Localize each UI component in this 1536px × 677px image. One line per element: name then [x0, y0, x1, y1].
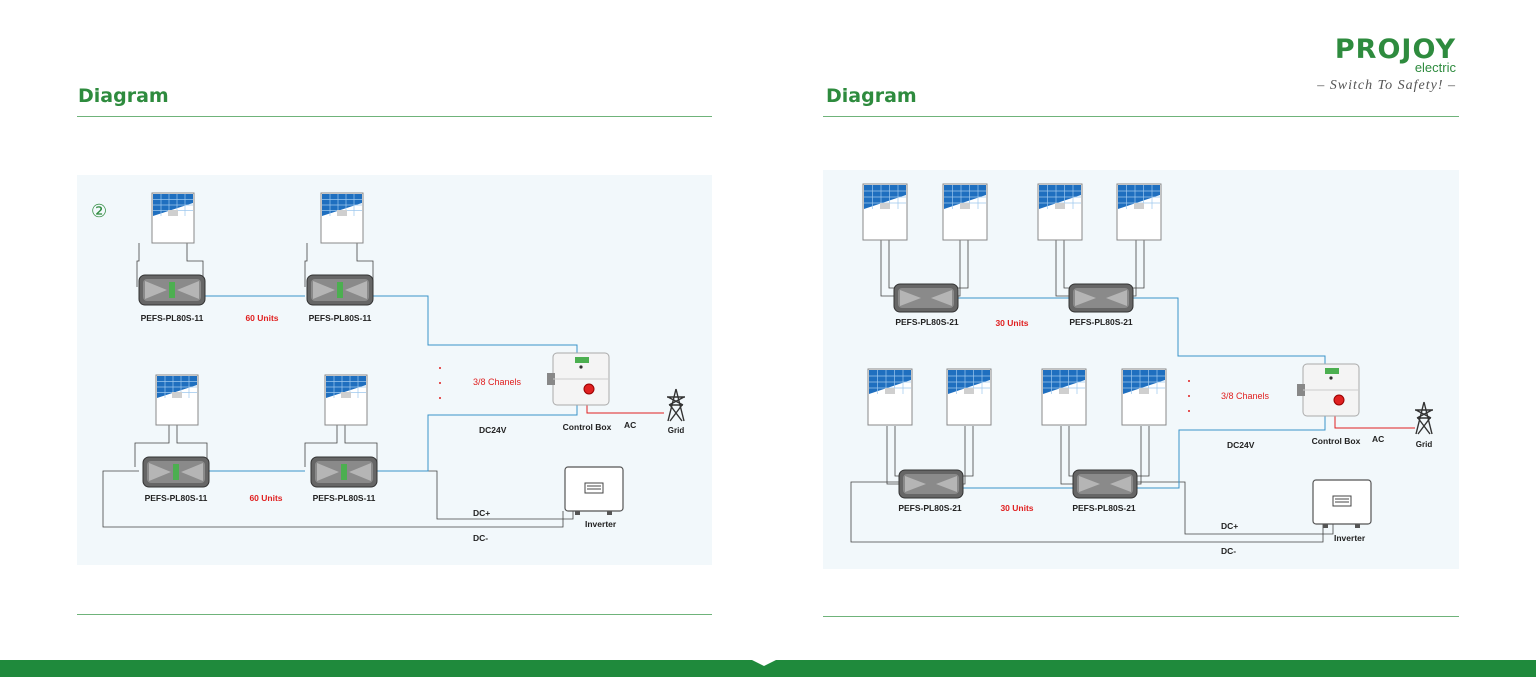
device-label: PEFS-PL80S-21 [895, 317, 959, 327]
dc-minus-label: DC- [473, 533, 488, 543]
brand-tagline: – Switch To Safety! – [1317, 78, 1456, 93]
units-label: 60 Units [249, 493, 282, 503]
grid-tower-icon [1414, 401, 1434, 435]
device-label: PEFS-PL80S-21 [1069, 317, 1133, 327]
dc-minus-label: DC- [1221, 546, 1236, 556]
pv-panel [1116, 183, 1162, 241]
dc-plus-label: DC+ [1221, 521, 1238, 531]
grid-tower-icon [666, 388, 686, 422]
dc24v-label: DC24V [479, 425, 507, 435]
channels-label: 3/8 Chanels [473, 377, 522, 387]
right-diagram-panel: PEFS-PL80S-21 PEFS-PL80S-21 30 Units PEF… [823, 170, 1459, 569]
device-label: PEFS-PL80S-11 [145, 493, 208, 503]
brand-logo: PROJOY electric – Switch To Safety! – [1317, 36, 1456, 94]
grid-label: Grid [668, 426, 685, 435]
right-header-divider [823, 116, 1459, 117]
units-label: 30 Units [1000, 503, 1033, 513]
pv-panel [1041, 368, 1087, 426]
pv-panel [862, 183, 908, 241]
pv-panel [867, 368, 913, 426]
rapid-shutdown-device [1068, 283, 1134, 313]
device-label: PEFS-PL80S-21 [1072, 503, 1136, 513]
units-label: 60 Units [245, 313, 278, 323]
rapid-shutdown-device [138, 274, 206, 306]
inverter-label: Inverter [585, 519, 617, 529]
footer-notch [750, 659, 778, 666]
right-wiring-diagram: PEFS-PL80S-21 PEFS-PL80S-21 30 Units PEF… [850, 183, 1434, 556]
rapid-shutdown-device [893, 283, 959, 313]
footer-bar [0, 660, 1536, 677]
pv-panel [1121, 368, 1167, 426]
dc-plus-label: DC+ [473, 508, 490, 518]
left-footer-divider [77, 614, 712, 615]
device-label: PEFS-PL80S-11 [309, 313, 372, 323]
rapid-shutdown-device [898, 469, 964, 499]
left-wiring-diagram: ② PEFS-PL80S-11 PEFS-PL80S-11 60 Units P… [91, 192, 686, 543]
rapid-shutdown-device [142, 456, 210, 488]
units-label: 30 Units [995, 318, 1028, 328]
control-box [546, 352, 610, 406]
right-page-title: Diagram [826, 85, 917, 107]
index-mark: ② [91, 201, 107, 221]
rapid-shutdown-device [310, 456, 378, 488]
pv-panel [320, 192, 364, 244]
right-footer-divider [823, 616, 1459, 617]
control-box [1296, 363, 1360, 417]
brand-name: PROJOY [1334, 34, 1456, 65]
brand-sub: electric [1414, 60, 1456, 75]
pv-panel [324, 374, 368, 426]
pv-panel [942, 183, 988, 241]
pv-panel [946, 368, 992, 426]
channels-label: 3/8 Chanels [1221, 391, 1270, 401]
ac-label: AC [1372, 434, 1384, 444]
left-page-title: Diagram [78, 85, 169, 107]
pv-panel [1037, 183, 1083, 241]
control-box-label: Control Box [1312, 436, 1361, 446]
dc24v-label: DC24V [1227, 440, 1255, 450]
device-label: PEFS-PL80S-11 [141, 313, 204, 323]
pv-panel [151, 192, 195, 244]
left-diagram-panel: ② PEFS-PL80S-11 PEFS-PL80S-11 60 Units P… [77, 175, 712, 565]
left-header-divider [77, 116, 712, 117]
device-label: PEFS-PL80S-11 [313, 493, 376, 503]
pv-panel [155, 374, 199, 426]
device-label: PEFS-PL80S-21 [898, 503, 962, 513]
inverter-label: Inverter [1334, 533, 1366, 543]
ac-label: AC [624, 420, 636, 430]
rapid-shutdown-device [1072, 469, 1138, 499]
inverter [1312, 479, 1372, 529]
rapid-shutdown-device [306, 274, 374, 306]
inverter [564, 466, 624, 516]
grid-label: Grid [1416, 440, 1433, 449]
control-box-label: Control Box [563, 422, 612, 432]
